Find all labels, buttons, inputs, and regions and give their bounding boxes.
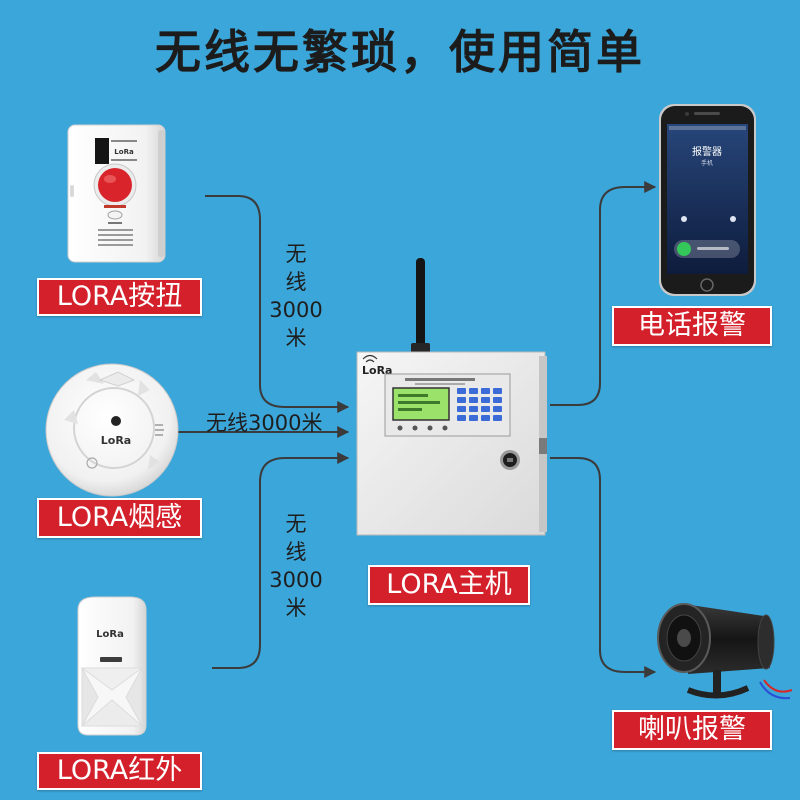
host-device-label: LORA主机 [368,565,530,605]
link-text-bottom: 无 线 3000 米 [264,510,328,622]
siren-device [657,603,793,700]
link-text-bottom-line: 无 [285,512,307,536]
keypad-icon [457,388,502,421]
remind-icon [681,216,687,222]
phone-caller-type: 手机 [701,159,713,167]
link-pir-to-host [212,452,350,669]
link-text-middle: 无线3000米 [206,411,323,435]
phone-device: 报警器 手机 [659,104,756,296]
link-text-top-line: 米 [285,326,307,350]
button-device-label: LORA按扭 [37,278,202,316]
phone-alarm-label: 电话报警 [612,306,772,346]
link-host-to-phone [550,181,657,406]
link-button-to-host [205,195,350,413]
emergency-button-device: LoRa [67,124,166,263]
red-alarm-button-icon [98,168,132,202]
link-text-top-line: 无 [285,242,307,266]
smoke-detector-device: LoRa [45,363,179,497]
lora-host-device: LoRa [356,258,547,536]
pir-sensor-device: LoRa [77,596,147,736]
link-host-to-siren [550,457,657,678]
smoke-device-logo: LoRa [101,434,131,447]
link-text-top-line: 线 [285,270,307,294]
home-button-icon [700,278,714,292]
siren-alarm-label: 喇叭报警 [612,710,772,750]
speaker-icon [677,629,691,647]
link-text-bottom-line: 米 [285,596,307,620]
pir-device-label: LORA红外 [37,752,202,790]
link-text-bottom-line: 3000 [269,568,323,592]
phone-caller-name: 报警器 [692,145,722,158]
antenna-icon [416,258,425,350]
message-icon [730,216,736,222]
pir-device-logo: LoRa [96,629,124,640]
link-text-top: 无 线 3000 米 [264,240,328,352]
smoke-device-label: LORA烟感 [37,498,202,538]
smoke-sensor-indicator-icon [111,416,121,426]
page-title: 无线无繁琐，使用简单 [155,25,645,79]
answer-call-icon [677,242,691,256]
link-text-top-line: 3000 [269,298,323,322]
button-device-logo: LoRa [114,148,134,156]
link-text-bottom-line: 线 [285,540,307,564]
